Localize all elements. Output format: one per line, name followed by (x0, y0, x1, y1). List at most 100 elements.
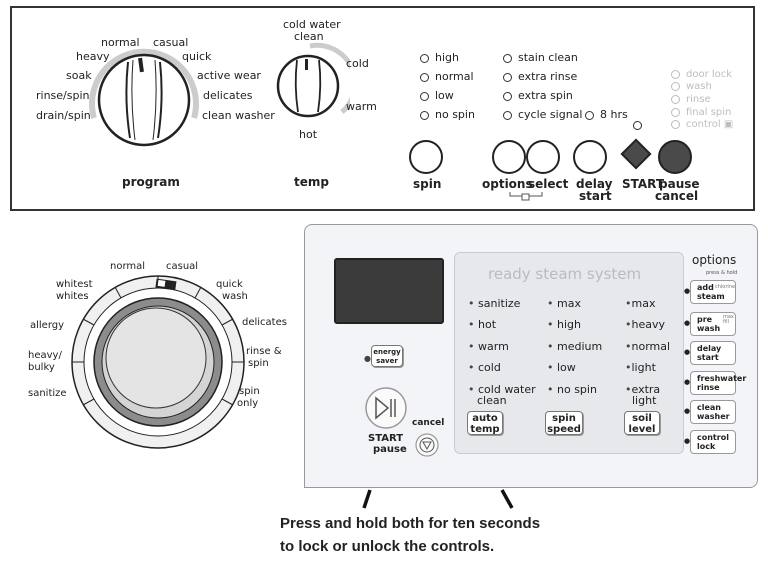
temp-label-clean: clean (294, 30, 324, 43)
temp-option-clean-line: clean (477, 394, 507, 407)
dial-label-delicates: delicates (242, 317, 287, 328)
option-dot: ● (684, 437, 691, 445)
lock-icon: ▣ (720, 119, 734, 130)
soil-level-light[interactable]: •light (625, 361, 656, 374)
clean-washer-button[interactable]: clean washer (690, 400, 736, 424)
options-button-label: options (482, 177, 533, 191)
dial-label-quick: quick (216, 279, 243, 290)
temp-option-cold-water-clean[interactable]: • cold water (468, 383, 536, 396)
control-lock-button[interactable]: control lock (690, 430, 736, 454)
soil-level-heavy[interactable]: •heavy (625, 318, 665, 331)
temp-label-cold-water: cold water (283, 18, 341, 31)
temp-option-warm[interactable]: • warm (468, 340, 509, 353)
start-pause-button[interactable] (364, 386, 408, 430)
dial-label-sanitize: sanitize (28, 388, 67, 399)
delay-start-option-button[interactable]: delay start (690, 341, 736, 365)
status-wash: wash (671, 81, 712, 92)
dial-label-normal: normal (110, 261, 146, 272)
program-label-rinse-spin: rinse/spin (36, 89, 90, 102)
spin-speed-high[interactable]: • high (547, 318, 581, 331)
dial-label-bulky: bulky (28, 362, 55, 373)
option-dot: ● (684, 287, 691, 295)
temp-option-hot[interactable]: • hot (468, 318, 497, 331)
status-control: control ▣ (671, 119, 733, 130)
status-rinse: rinse (671, 94, 711, 105)
temp-label-hot: hot (299, 128, 318, 141)
soil-level-button[interactable]: soil level (624, 411, 660, 435)
spin-option-low[interactable]: low (420, 89, 454, 102)
program-label-casual: casual (153, 36, 189, 49)
soil-level-normal[interactable]: •normal (625, 340, 671, 353)
freshwater-rinse-button[interactable]: freshwater rinse (690, 371, 746, 395)
program-dial[interactable] (68, 272, 248, 452)
dial-label-allergy: allergy (30, 320, 65, 331)
status-final-spin: final spin (671, 107, 731, 118)
start-button-label: START (622, 177, 665, 191)
dial-label-rinse: rinse & (246, 346, 282, 357)
dial-label-whites: whites (56, 291, 89, 302)
start-indicator-light (633, 121, 642, 130)
spin-option-high[interactable]: high (420, 51, 459, 64)
program-label-normal: normal (101, 36, 140, 49)
program-knob[interactable] (84, 40, 204, 160)
cancel-button[interactable] (414, 432, 440, 458)
options-button[interactable] (492, 140, 526, 174)
spin-option-no-spin[interactable]: no spin (420, 108, 475, 121)
cancel-label: cancel (655, 189, 699, 203)
auto-temp-button[interactable]: auto temp (467, 411, 503, 435)
spin-speed-no-spin[interactable]: • no spin (547, 383, 597, 396)
program-label-delicates: delicates (203, 89, 253, 102)
soil-level-max[interactable]: •max (625, 297, 656, 310)
start-label: start (579, 189, 612, 203)
indicator-light (420, 53, 429, 63)
dial-label-casual: casual (166, 261, 199, 272)
option-dot: ● (684, 378, 691, 386)
option-dot: ● (684, 348, 691, 356)
energy-saver-button[interactable]: energy saver (371, 345, 403, 367)
program-label-active-wear: active wear (197, 69, 261, 82)
caption-line-1: Press and hold both for ten seconds (280, 515, 541, 532)
delay-start-button[interactable] (573, 140, 607, 174)
display-screen (334, 258, 444, 324)
spin-speed-low[interactable]: • low (547, 361, 576, 374)
pause-cancel-button[interactable] (658, 140, 692, 174)
spin-button-label: spin (413, 177, 442, 191)
option-cycle-signal[interactable]: cycle signal (503, 108, 582, 121)
dial-label-whitest: whitest (56, 279, 93, 290)
indicator-light (585, 110, 594, 120)
dial-label-only: only (237, 398, 259, 409)
pause-label-bottom: pause (373, 444, 407, 455)
temp-label-warm: warm (346, 100, 377, 113)
start-button[interactable] (618, 136, 654, 172)
dial-label-wash: wash (222, 291, 248, 302)
spin-speed-medium[interactable]: • medium (547, 340, 603, 353)
option-stain-clean[interactable]: stain clean (503, 51, 578, 64)
energy-saver-dot: ● (364, 354, 371, 363)
indicator-light (420, 91, 429, 101)
indicator-light (671, 69, 680, 79)
indicator-light (503, 72, 512, 82)
spin-button[interactable] (409, 140, 443, 174)
soil-level-extra-light[interactable]: •extra (625, 383, 661, 396)
option-delay-8hrs[interactable]: 8 hrs (585, 108, 628, 121)
temp-label-cold: cold (346, 57, 369, 70)
spin-speed-button[interactable]: spin speed (545, 411, 583, 435)
soil-level-light-line: light (632, 394, 657, 407)
add-steam-button[interactable]: add steam chlorine (690, 280, 736, 304)
spin-option-normal[interactable]: normal (420, 70, 474, 83)
select-button[interactable] (526, 140, 560, 174)
program-label-drain-spin: drain/spin (36, 109, 91, 122)
status-door-lock: door lock (671, 69, 732, 80)
indicator-light (503, 53, 512, 63)
option-extra-rinse[interactable]: extra rinse (503, 70, 577, 83)
press-hold-note: press & hold (706, 270, 738, 276)
temp-option-sanitize[interactable]: • sanitize (468, 297, 521, 310)
temp-option-cold[interactable]: • cold (468, 361, 501, 374)
indicator-light (671, 94, 680, 104)
option-extra-spin[interactable]: extra spin (503, 89, 573, 102)
temp-knob[interactable] (270, 42, 350, 132)
dial-label-heavy: heavy/ (28, 350, 62, 361)
select-button-label: select (528, 177, 569, 191)
spin-speed-max[interactable]: • max (547, 297, 581, 310)
